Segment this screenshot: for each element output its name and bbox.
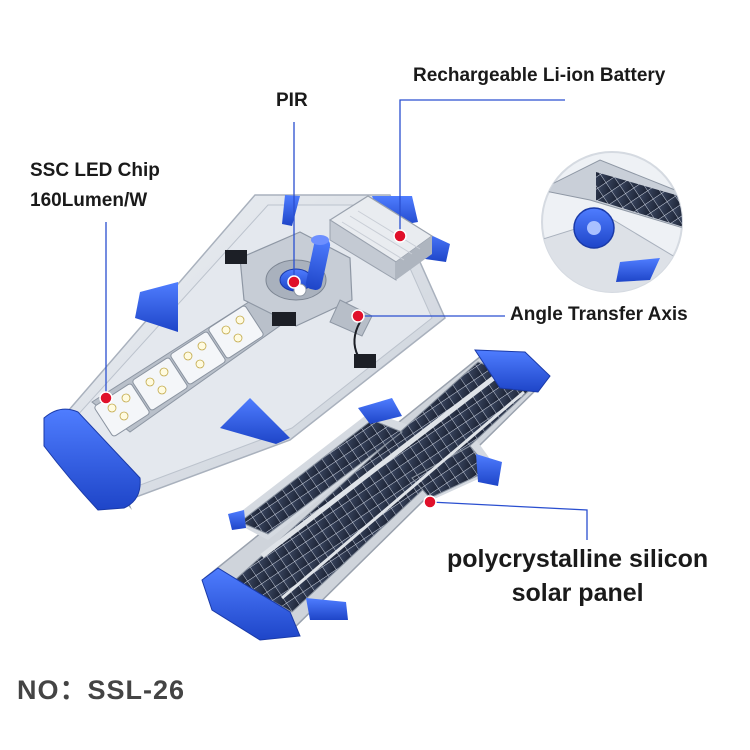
label-led-line1: SSC LED Chip: [30, 160, 160, 181]
label-solar-panel: polycrystalline silicon solar panel: [447, 542, 708, 610]
lamp-body: [43, 194, 450, 511]
inset-detail: [541, 151, 683, 293]
led-modules: [94, 305, 264, 437]
marker-axis: [351, 309, 365, 323]
label-led-chip: SSC LED Chip 160Lumen/W: [30, 156, 160, 216]
label-angle-axis: Angle Transfer Axis: [510, 304, 688, 325]
marker-solar: [423, 495, 437, 509]
label-pir: PIR: [276, 90, 308, 111]
model-number: NO：SSL-26: [17, 675, 186, 705]
markers: [99, 229, 437, 509]
label-solar-line1: polycrystalline silicon: [447, 545, 709, 573]
label-solar-line2: solar panel: [511, 579, 644, 607]
leader-lines: [105, 99, 588, 540]
leader-battery: [399, 99, 565, 236]
marker-pir: [287, 275, 301, 289]
label-battery: Rechargeable Li-ion Battery: [413, 65, 666, 86]
battery-box: [328, 195, 434, 281]
solar-panel: [201, 349, 551, 641]
leader-solar: [429, 501, 588, 540]
label-led-line2: 160Lumen/W: [30, 190, 148, 211]
marker-battery: [393, 229, 407, 243]
marker-led: [99, 391, 113, 405]
